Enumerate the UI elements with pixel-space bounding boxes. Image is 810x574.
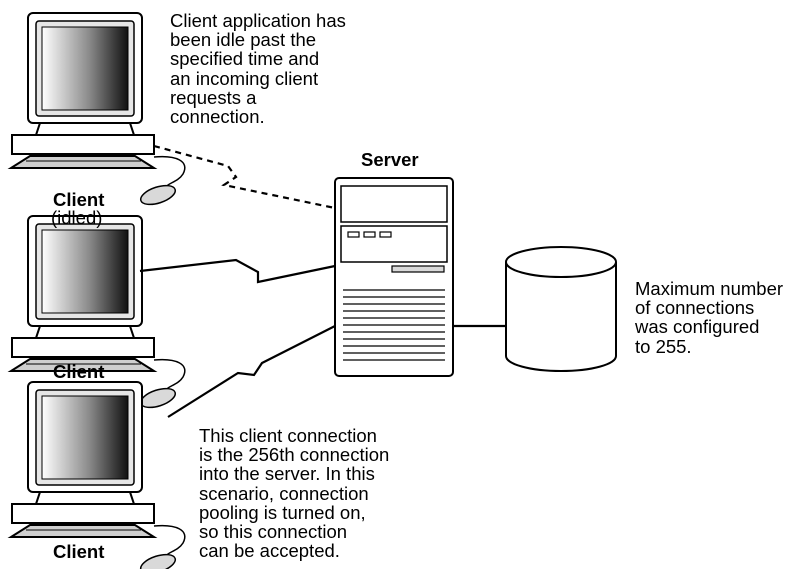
accepted-connection-note: This client connection is the 256th conn… xyxy=(199,425,390,562)
client-idled-computer-icon xyxy=(10,12,186,210)
idle-client-note: Client application has been idle past th… xyxy=(170,10,346,128)
client-middle-label: Client xyxy=(53,361,105,382)
server-label: Server xyxy=(361,149,419,170)
client-idled-label: Client xyxy=(53,189,105,210)
client-idled-state: (idled) xyxy=(51,207,103,228)
idle-connection-line xyxy=(153,144,336,210)
client-bottom-label: Client xyxy=(53,541,105,562)
new-connection-line xyxy=(167,325,336,418)
database-icon xyxy=(505,246,617,372)
max-connections-note: Maximum number of connections was config… xyxy=(635,278,784,357)
active-connection-line xyxy=(139,258,336,284)
server-icon xyxy=(334,177,454,377)
